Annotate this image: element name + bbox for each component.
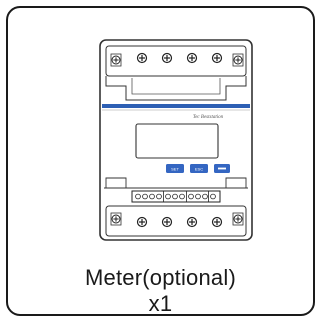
esc-button-label: ESC: [195, 166, 203, 171]
terminal-screw-icon: [110, 212, 122, 226]
accent-stripe: [102, 104, 250, 108]
terminal-screw-icon: [211, 216, 223, 228]
terminal-screw-icon: [110, 53, 122, 67]
small-terminal-strip: [131, 190, 221, 203]
terminal-screw-icon: [161, 216, 173, 228]
product-name: Meter(optional): [85, 265, 236, 290]
bottom-terminal-block: [105, 205, 247, 237]
top-shoulder: [105, 76, 247, 101]
terminal-screw-icon: [136, 52, 148, 64]
set-button-label: SET: [171, 166, 179, 171]
terminal-screw-icon: [186, 216, 198, 228]
item-card: Tec Beststation SET ESC: [6, 6, 315, 316]
button-row: SET ESC: [166, 164, 230, 173]
lcd-display: [135, 123, 219, 159]
terminal-screw-icon: [211, 52, 223, 64]
product-quantity: x1: [148, 291, 173, 316]
meter-illustration: Tec Beststation SET ESC: [96, 38, 256, 243]
terminal-screw-icon: [161, 52, 173, 64]
top-terminal-block: [105, 45, 247, 77]
brand-text: Tec Beststation: [193, 115, 224, 120]
terminal-screw-icon: [186, 52, 198, 64]
terminal-screw-icon: [136, 216, 148, 228]
bottom-shoulder: [105, 177, 127, 188]
esc-button: [190, 164, 208, 173]
set-button: [166, 164, 184, 173]
terminal-screw-icon: [232, 53, 244, 67]
terminal-screw-icon: [232, 212, 244, 226]
